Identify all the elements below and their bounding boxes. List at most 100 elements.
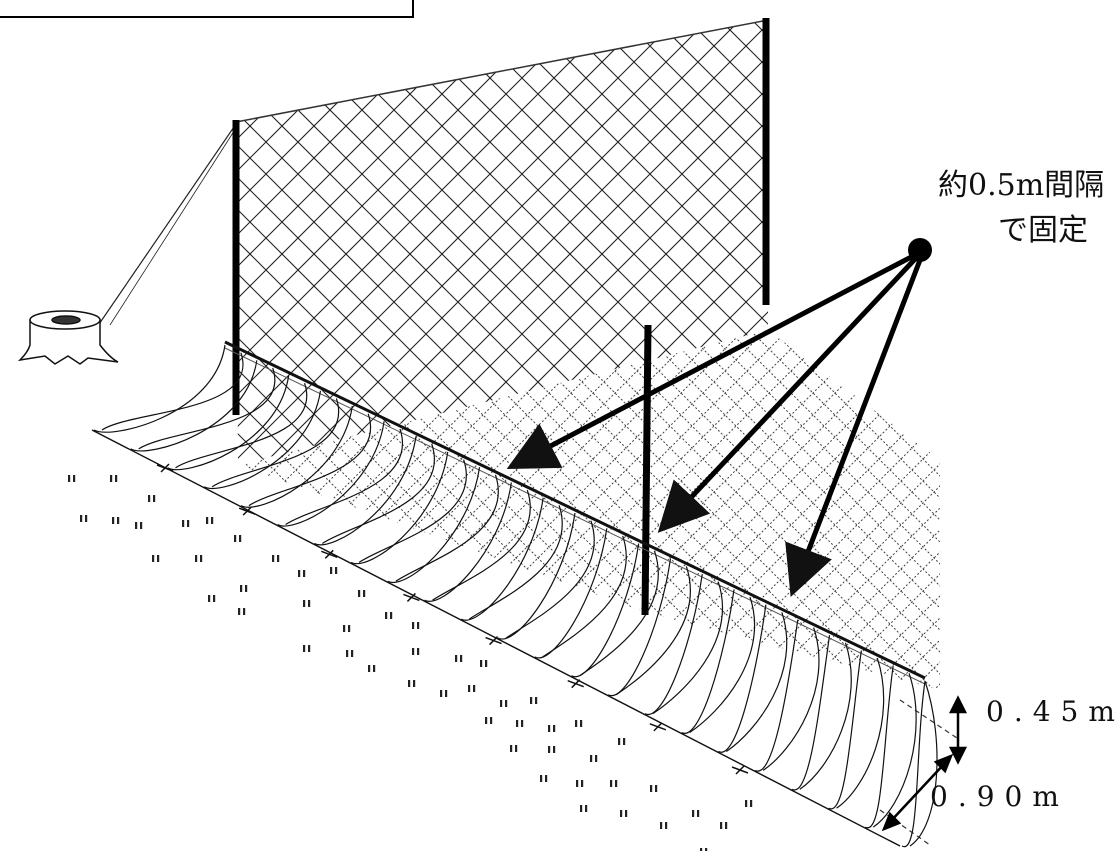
mesh-line-dotted [323,330,775,690]
mesh-line-dotted [675,330,940,690]
grass-tuft-stroke [234,535,237,542]
mesh-line-dotted [675,330,940,690]
grass-tuft-stroke [206,517,209,524]
mesh-line-dotted [543,330,940,690]
mesh-line [347,20,768,465]
grass-tuft-stroke [650,785,653,792]
mesh-line [411,20,768,465]
mesh-line [796,0,1116,700]
skirt-curve [175,382,308,469]
mesh-line-dotted [238,330,511,690]
grass-tuft-stroke [182,520,185,527]
grass-tuft-stroke [610,780,613,787]
grass-tuft-stroke [211,517,214,524]
mesh-line [603,20,768,465]
grass-tuft-stroke [580,720,583,727]
grass-tuft-stroke [343,625,346,632]
mesh-line [236,20,537,465]
grass-tuft-stroke [277,555,280,562]
grass-tuft-stroke [548,746,551,753]
grass-tuft-stroke [705,848,708,851]
mesh-line-dotted [238,330,357,690]
mesh-line [924,0,1116,700]
mesh-line [236,20,729,465]
mesh-line-dotted [0,300,92,750]
upper-net-top-edge [235,19,769,123]
skirt-curve [791,635,831,791]
mesh-line [699,20,768,465]
mesh-line [860,0,1116,700]
skirt-curve [718,604,767,753]
grass-tuft-stroke [692,810,695,817]
mesh-line [475,20,768,465]
grass-tuft-stroke [408,680,411,687]
grass-tuft-stroke [515,745,518,752]
grass-tuft-stroke [85,515,88,522]
mesh-line-dotted [238,330,489,690]
mesh-line-dotted [0,300,224,750]
grass-tuft-stroke [510,745,513,752]
mesh-line-dotted [1028,300,1116,750]
skirt-curve [468,505,563,620]
grass-tuft-stroke [585,805,588,812]
ground-pegs [156,463,749,775]
mesh-line-dotted [238,330,401,690]
grass-tuft-stroke [455,655,458,662]
grass-tuft-stroke [368,665,371,672]
mesh-line [892,0,1116,700]
grass-tuft-stroke [157,555,160,562]
grass-tuft-stroke [615,780,618,787]
mesh-line [635,20,768,465]
grass-tuft-stroke [330,567,333,574]
grass-tuft-stroke [553,746,556,753]
grass-tuft-stroke [153,495,156,502]
grass-tuft-stroke [468,685,471,692]
grass-tuft-stroke [303,600,306,607]
grass-tuft-stroke [413,680,416,687]
grass-tuft-stroke [665,822,668,829]
grass-tuft-stroke [346,650,349,657]
mesh-line-dotted [238,330,357,690]
mesh-line-dotted [0,300,180,750]
mesh-line [475,20,768,465]
mesh-line-dotted [238,330,577,690]
skirt-curve [799,642,852,790]
skirt-width-label: 0.90m [930,780,1069,813]
mesh-line-dotted [238,330,445,690]
mesh-line-dotted [238,330,291,690]
mesh-line [236,20,601,465]
grass-tuft-stroke [363,590,366,597]
mesh-line-dotted [939,330,940,690]
grass-tuft-stroke [239,535,242,542]
grass-tuft-stroke [187,520,190,527]
skirt-curve [909,680,938,847]
mesh-line-dotted [0,300,136,750]
mesh-line-dotted [829,330,940,690]
mesh-line [1084,0,1116,700]
skirt-curve [689,596,756,734]
mesh-line [956,0,1116,700]
title-box [0,0,414,18]
mesh-line-dotted [807,330,940,690]
mesh-line [315,20,768,465]
mesh-line [507,20,768,465]
grass-tuft-stroke [73,475,76,482]
grass-tuft-stroke [445,690,448,697]
mesh-line [1084,0,1116,700]
mesh-line [236,20,473,465]
mesh-line-dotted [0,300,202,750]
mesh-line [956,0,1116,700]
grass-tuft-stroke [620,810,623,817]
grass-tuft-stroke [500,700,503,707]
mesh-line [443,20,768,465]
mesh-line-dotted [238,330,423,690]
skirt-height-label: 0.45m [986,695,1116,728]
ground-peg [156,463,174,473]
grass-tuft-stroke [485,660,488,667]
skirt-curve [211,398,340,488]
grass-tuft-stroke [473,685,476,692]
mesh-line-dotted [741,330,940,690]
skirt-curve [762,627,820,771]
skirt-curve [350,451,449,565]
mesh-line [1052,0,1116,700]
